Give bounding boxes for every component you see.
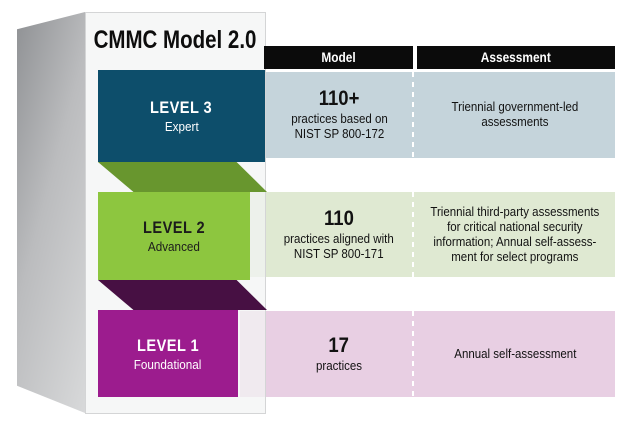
table-row-level-1: 17 practices Annual self-assessment xyxy=(240,311,615,397)
assessment-text-level-3: Triennial government-led assessments xyxy=(451,100,579,129)
level-1-box: LEVEL 1 Foundational xyxy=(98,310,238,397)
level-1-label: LEVEL 1 xyxy=(136,335,200,355)
model-cell-level-3: 110+ practices based on NIST SP 800-172 xyxy=(265,72,413,158)
level-2-label: LEVEL 2 xyxy=(142,218,206,237)
practices-desc-level-3: practices based on NIST SP 800-172 xyxy=(290,112,388,142)
table-row-level-3: 110+ practices based on NIST SP 800-172 … xyxy=(240,72,615,158)
column-divider xyxy=(412,192,414,277)
box-side-face xyxy=(17,12,85,413)
assessment-text-level-2: Triennial third-party assessments for cr… xyxy=(430,204,600,264)
level-2-box: LEVEL 2 Advanced xyxy=(98,192,250,280)
level-3-tier: Expert xyxy=(164,119,199,134)
assessment-cell-level-2: Triennial third-party assessments for cr… xyxy=(415,192,615,277)
practices-count-level-2: 110 xyxy=(324,206,354,230)
table-row-level-2: 110 practices aligned with NIST SP 800-1… xyxy=(240,192,615,277)
assessment-cell-level-3: Triennial government-led assessments xyxy=(415,72,615,158)
assessment-text-level-1: Annual self-assessment xyxy=(453,346,577,361)
model-cell-level-2: 110 practices aligned with NIST SP 800-1… xyxy=(265,192,413,277)
table-header-model: Model xyxy=(264,46,413,69)
level-1-tier: Foundational xyxy=(134,356,202,372)
level-2-tier: Advanced xyxy=(147,239,201,254)
column-divider xyxy=(412,311,414,397)
practices-count-level-3: 110+ xyxy=(318,87,360,111)
column-divider xyxy=(412,72,414,158)
level-3-box: LEVEL 3 Expert xyxy=(98,70,265,162)
assessment-cell-level-1: Annual self-assessment xyxy=(415,311,615,397)
practices-desc-level-2: practices aligned with NIST SP 800-171 xyxy=(284,231,394,261)
practices-desc-level-1: practices xyxy=(315,358,363,373)
model-cell-level-1: 17 practices xyxy=(265,311,413,397)
level-3-label: LEVEL 3 xyxy=(150,98,213,117)
table-header-assessment: Assessment xyxy=(417,46,615,69)
page-title: CMMC Model 2.0 xyxy=(93,25,257,54)
practices-count-level-1: 17 xyxy=(328,333,350,357)
